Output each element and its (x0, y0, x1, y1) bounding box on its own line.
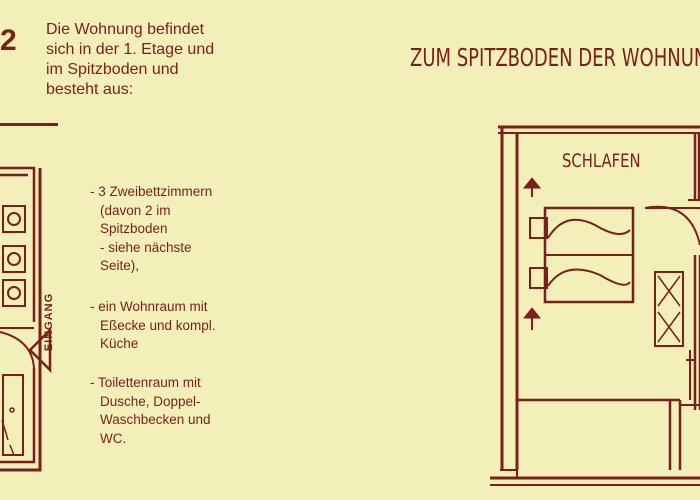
intro-line: besteht aus: (46, 81, 134, 98)
list-line: Waschbecken und (100, 412, 211, 427)
list-line: - ein Wohnraum mit (90, 299, 208, 314)
list-line: Seite), (100, 258, 140, 273)
floor-plan-left (0, 166, 42, 472)
list-line: Eßecke und kompl. (100, 317, 216, 333)
list-line: - 3 Zweibettzimmern (90, 184, 213, 199)
floor-plan-right (490, 125, 700, 486)
heading-attic: ZUM SPITZBODEN DER WOHNUNG (410, 43, 700, 72)
list-line: Dusche, Doppel- (100, 393, 201, 409)
entrance-arrow-icon (28, 326, 52, 374)
list-line: WC. (100, 430, 127, 446)
list-line: - siehe nächste (100, 239, 192, 255)
intro-text: Die Wohnung befindet sich in der 1. Etag… (46, 20, 266, 100)
list-item-bedrooms: - 3 Zweibettzimmern (davon 2 im Spitzbod… (90, 183, 280, 276)
entrance-label: EINGANG (43, 292, 55, 352)
intro-line: im Spitzboden und (46, 61, 179, 78)
list-item-bathroom: - Toilettenraum mit Dusche, Doppel- Wasc… (90, 374, 280, 448)
intro-line: sich in der 1. Etage und (46, 41, 215, 58)
divider-line (0, 123, 58, 126)
page-number: 2 (0, 24, 17, 57)
list-line: Küche (100, 336, 139, 351)
list-line: (davon 2 im (100, 202, 171, 218)
room-label-bedroom: SCHLAFEN (562, 150, 641, 172)
list-item-living-room: - ein Wohnraum mit Eßecke und kompl. Küc… (90, 298, 280, 354)
intro-line: Die Wohnung befindet (46, 21, 205, 38)
list-line: Spitzboden (100, 221, 168, 236)
list-line: - Toilettenraum mit (90, 375, 201, 390)
